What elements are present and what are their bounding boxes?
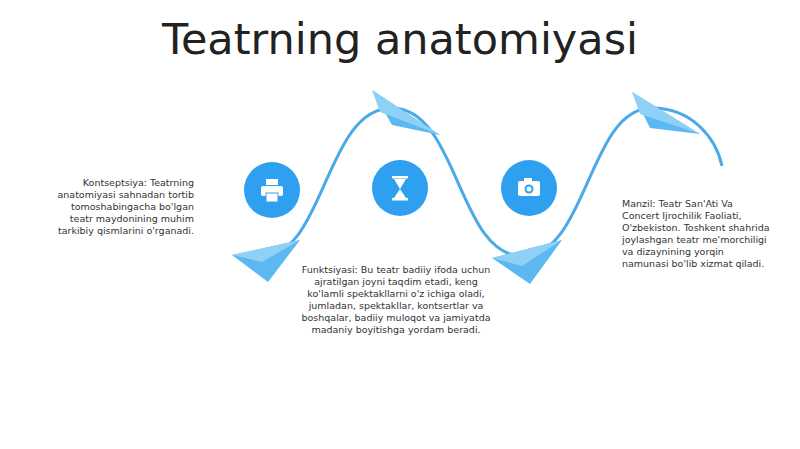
paper-plane	[232, 240, 300, 282]
description-text: Kontseptsiya: Teatrning anatomiyasi sahn…	[56, 177, 194, 237]
icon-circle	[372, 160, 428, 216]
paper-plane	[372, 90, 440, 135]
icon-circle	[501, 160, 557, 216]
description-text: Manzil: Teatr San'Ati Va Concert Ijrochi…	[622, 198, 772, 270]
description-text: Funktsiyasi: Bu teatr badiiy ifoda uchun…	[298, 264, 494, 336]
title: Teatrning anatomiyasi	[0, 14, 800, 64]
wave-line	[262, 108, 722, 256]
paper-plane	[632, 92, 700, 134]
paper-plane	[492, 240, 562, 284]
icon-circle	[244, 162, 300, 218]
